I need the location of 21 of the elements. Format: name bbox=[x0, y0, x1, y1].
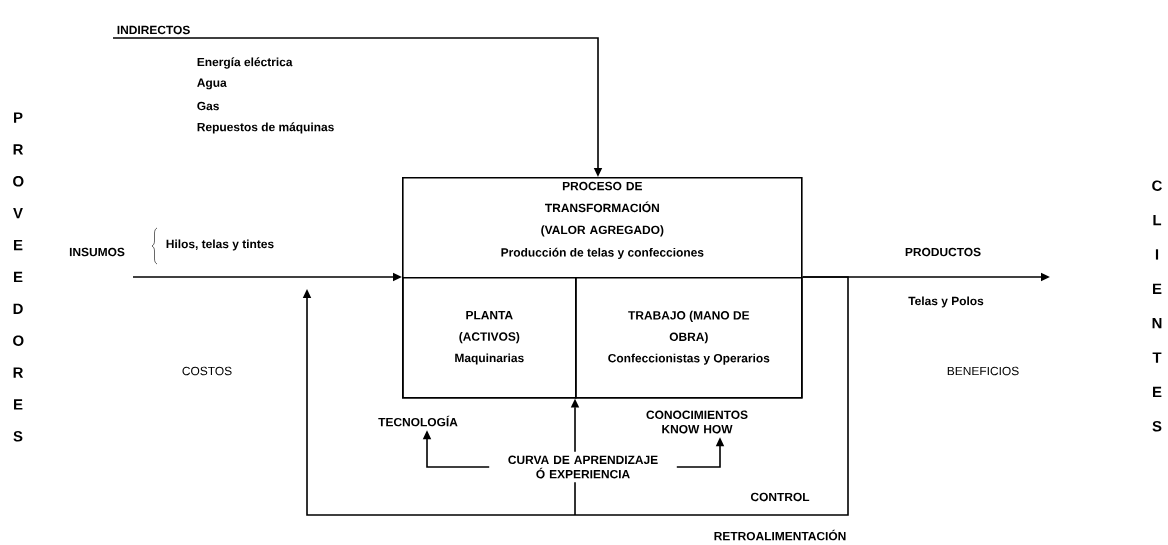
text-label: BENEFICIOS bbox=[947, 366, 1019, 376]
text-label: TECNOLOGÍA bbox=[378, 415, 458, 427]
text-label: CONTROL bbox=[750, 492, 810, 502]
text-label: CONOCIMIENTOS KNOW HOW bbox=[646, 410, 748, 434]
vertical-label: CLIENTES bbox=[1152, 180, 1162, 432]
cell-box: TRABAJO (MANO DE OBRA) Confeccionistas y Operarios bbox=[575, 277, 803, 399]
text-label: Gas bbox=[197, 101, 219, 111]
text-label: Energía eléctrica bbox=[197, 57, 293, 69]
edge-label: PRODUCTOS bbox=[903, 246, 983, 258]
edge-label: RETROALIMENTACIÓN bbox=[712, 528, 848, 542]
text-label: Repuestos de máquinas bbox=[197, 122, 334, 134]
edge-label: INSUMOS bbox=[68, 246, 126, 258]
arrow bbox=[302, 276, 849, 516]
text-label: Hilos, telas y tintes bbox=[166, 239, 274, 251]
vertical-label: PROVEEDORES bbox=[13, 112, 24, 442]
text-label: Agua bbox=[197, 78, 227, 90]
text-label: COSTOS bbox=[182, 366, 232, 376]
cell-box: PLANTA (ACTIVOS) Maquinarias bbox=[402, 277, 577, 399]
text-label: CURVA DE APRENDIZAJE Ó EXPERIENCIA bbox=[508, 455, 658, 479]
text-label: Telas y Polos bbox=[908, 296, 984, 308]
text-label: INDIRECTOS bbox=[117, 25, 190, 35]
